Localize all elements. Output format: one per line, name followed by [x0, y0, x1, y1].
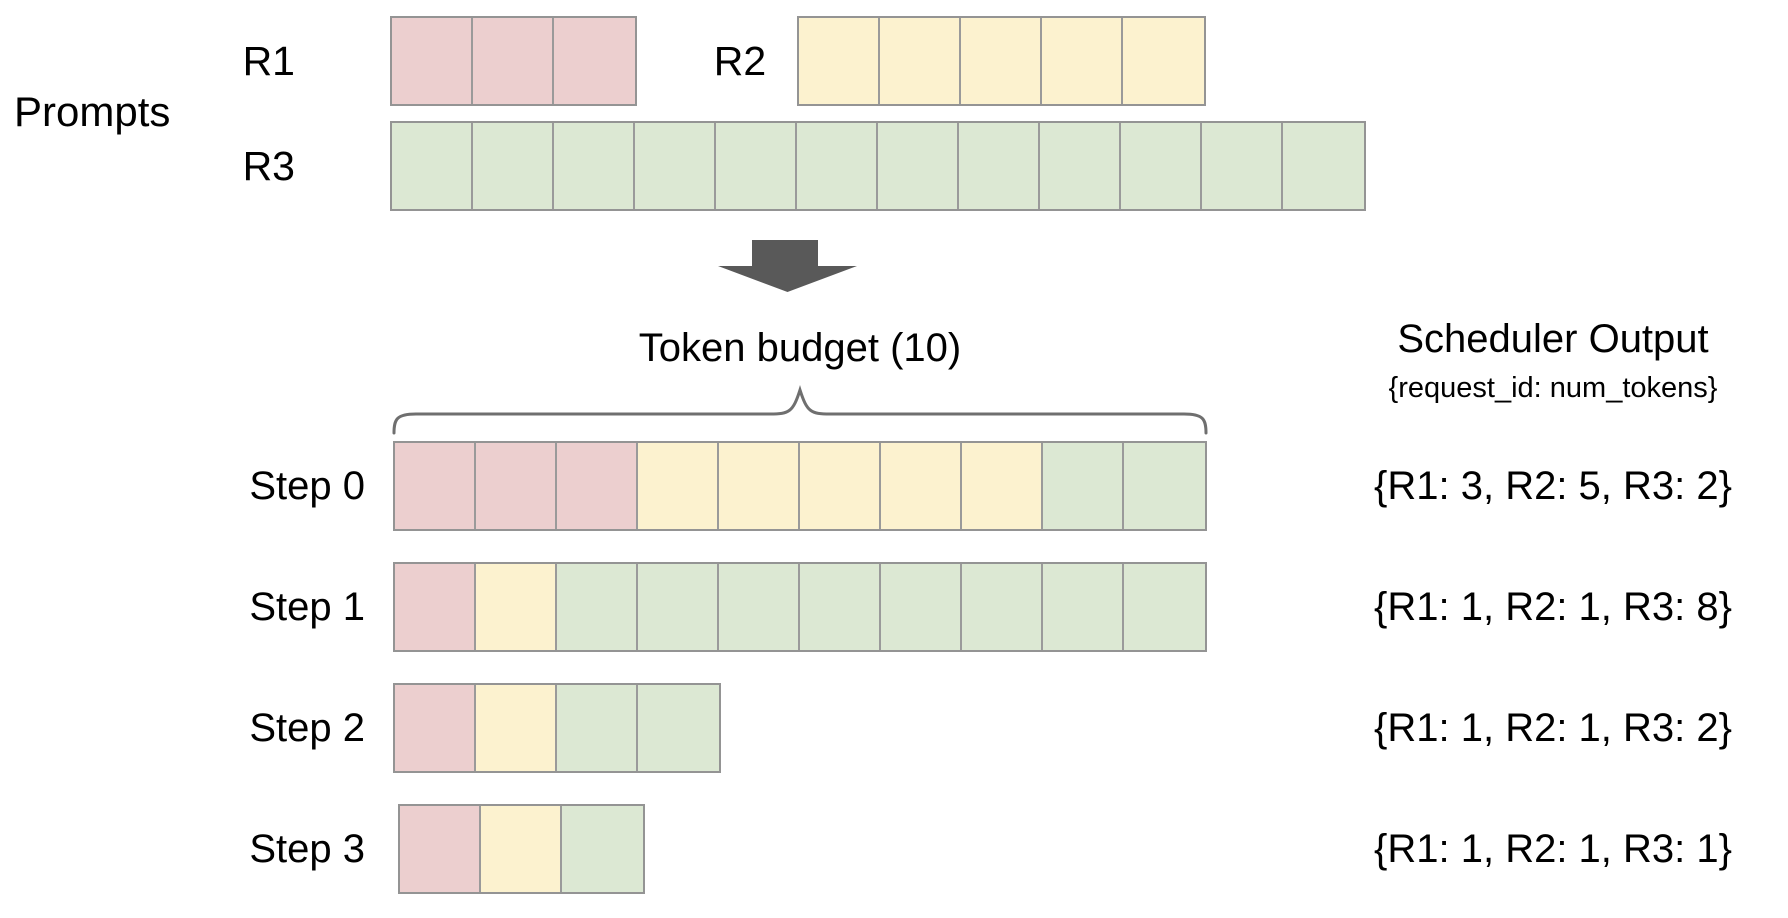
- token-cell: [395, 685, 476, 771]
- token-cell: [554, 18, 635, 104]
- token-cell: [557, 443, 638, 529]
- step-1-cells: [393, 562, 1207, 652]
- token-budget-title: Token budget (10): [638, 326, 962, 370]
- token-cell: [562, 806, 643, 892]
- token-cell: [962, 443, 1043, 529]
- token-cell: [1124, 564, 1205, 650]
- step-2-cells: [393, 683, 721, 773]
- step-0-scheduler-output: {R1: 3, R2: 5, R3: 2}: [1374, 463, 1732, 508]
- token-cell: [473, 18, 554, 104]
- token-cell: [392, 123, 473, 209]
- token-cell: [1124, 443, 1205, 529]
- token-cell: [1123, 18, 1204, 104]
- prompt-r2-label: R2: [713, 37, 767, 84]
- token-cell: [476, 564, 557, 650]
- token-cell: [878, 123, 959, 209]
- token-cell: [799, 18, 880, 104]
- scheduler-output-subtitle: {request_id: num_tokens}: [1388, 372, 1718, 404]
- token-cell: [557, 685, 638, 771]
- step-0-label: Step 0: [249, 463, 365, 508]
- token-cell: [395, 443, 476, 529]
- token-cell: [1042, 18, 1123, 104]
- token-cell: [959, 123, 1040, 209]
- step-2-label: Step 2: [249, 705, 365, 750]
- prompt-r3-label: R3: [242, 142, 295, 189]
- token-cell: [719, 564, 800, 650]
- token-cell: [395, 564, 476, 650]
- token-cell: [554, 123, 635, 209]
- step-0-cells: [393, 441, 1207, 531]
- token-cell: [800, 564, 881, 650]
- token-cell: [400, 806, 481, 892]
- token-cell: [1043, 443, 1124, 529]
- token-budget-brace: [392, 385, 1208, 435]
- token-cell: [881, 443, 962, 529]
- prompt-r1-label: R1: [242, 37, 295, 84]
- token-cell: [962, 564, 1043, 650]
- token-cell: [1202, 123, 1283, 209]
- step-1-label: Step 1: [249, 584, 365, 629]
- token-cell: [800, 443, 881, 529]
- token-cell: [1043, 564, 1124, 650]
- token-cell: [1283, 123, 1364, 209]
- token-cell: [638, 443, 719, 529]
- step-3-scheduler-output: {R1: 1, R2: 1, R3: 1}: [1374, 826, 1732, 871]
- prompt-r1-cells: [390, 16, 637, 106]
- token-cell: [476, 685, 557, 771]
- down-arrow-shape: [718, 240, 857, 292]
- token-cell: [961, 18, 1042, 104]
- token-cell: [638, 564, 719, 650]
- step-2-scheduler-output: {R1: 1, R2: 1, R3: 2}: [1374, 705, 1732, 750]
- step-3-cells: [398, 804, 645, 894]
- token-cell: [473, 123, 554, 209]
- token-cell: [635, 123, 716, 209]
- token-cell: [638, 685, 719, 771]
- token-cell: [719, 443, 800, 529]
- down-arrow-icon: [718, 240, 857, 292]
- token-cell: [481, 806, 562, 892]
- token-cell: [880, 18, 961, 104]
- token-cell: [716, 123, 797, 209]
- step-3-label: Step 3: [249, 826, 365, 871]
- token-cell: [797, 123, 878, 209]
- brace-path: [392, 385, 1208, 435]
- prompt-r3-cells: [390, 121, 1366, 211]
- token-cell: [881, 564, 962, 650]
- token-cell: [1121, 123, 1202, 209]
- token-cell: [1040, 123, 1121, 209]
- step-1-scheduler-output: {R1: 1, R2: 1, R3: 8}: [1374, 584, 1732, 629]
- prompts-section-label: Prompts: [14, 88, 171, 135]
- token-cell: [476, 443, 557, 529]
- token-cell: [557, 564, 638, 650]
- prompt-r2-cells: [797, 16, 1206, 106]
- token-cell: [392, 18, 473, 104]
- scheduler-output-title: Scheduler Output: [1397, 317, 1709, 361]
